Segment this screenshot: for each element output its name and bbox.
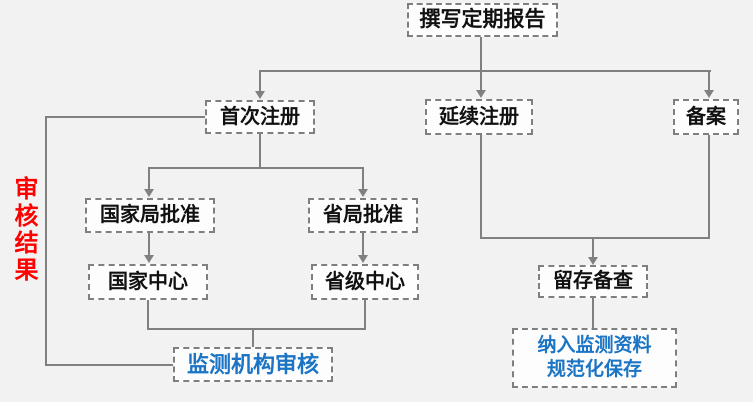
node-provincial-bureau-approval: 省局批准 <box>308 198 418 233</box>
node-retain-for-reference: 留存备查 <box>538 265 648 298</box>
connector-drop-national-approval <box>148 167 150 191</box>
node-provincial-center: 省级中心 <box>311 264 419 300</box>
arrowhead-national-center-icon <box>144 255 154 263</box>
node-retain-for-reference-label: 留存备查 <box>553 270 633 292</box>
connector-drop-first-registration <box>259 70 261 92</box>
arrowhead-filing-icon <box>704 90 714 98</box>
arrowhead-retain-icon <box>588 257 598 265</box>
connector-provincial-center-down <box>364 300 366 330</box>
connector-first-registration-down <box>259 134 261 169</box>
node-monitoring-agency-review-label: 监测机构审核 <box>186 351 319 377</box>
connector-retain-join <box>480 237 710 239</box>
node-archive-label-line2: 规范化保存 <box>546 359 642 380</box>
connector-drop-filing <box>708 70 710 92</box>
connector-feedback-top <box>46 116 205 118</box>
connector-approval-branch <box>148 167 364 169</box>
connector-drop-provincial-approval <box>362 167 364 191</box>
connector-feedback-bottom <box>45 364 173 366</box>
node-provincial-center-label: 省级中心 <box>325 270 405 293</box>
node-archive: 纳入监测资料 规范化保存 <box>512 328 677 388</box>
node-first-registration: 首次注册 <box>205 100 315 134</box>
connector-join-to-review <box>252 328 254 347</box>
connector-national-approval-to-center <box>148 233 150 258</box>
node-national-center-label: 国家中心 <box>108 270 188 293</box>
arrowhead-provincial-approval-icon <box>358 189 368 197</box>
node-renewal-registration: 延续注册 <box>425 99 533 135</box>
node-renewal-registration-label: 延续注册 <box>439 105 519 128</box>
node-report-label: 撰写定期报告 <box>419 7 546 31</box>
connector-national-center-down <box>147 300 149 330</box>
arrowhead-national-approval-icon <box>144 189 154 197</box>
connector-drop-retain <box>592 237 594 259</box>
node-national-bureau-approval-label: 国家局批准 <box>100 204 200 226</box>
node-monitoring-agency-review: 监测机构审核 <box>173 347 333 382</box>
review-result-side-label: 审核结果 <box>10 176 37 284</box>
connector-centers-join <box>147 328 366 330</box>
node-national-center: 国家中心 <box>88 264 208 300</box>
node-national-bureau-approval: 国家局批准 <box>85 198 215 233</box>
connector-renewal-down <box>480 135 482 239</box>
node-filing: 备案 <box>673 99 739 135</box>
connector-report-down <box>480 37 482 72</box>
connector-retain-to-archive <box>592 298 594 328</box>
connector-provincial-approval-to-center <box>362 233 364 258</box>
node-archive-label-line1: 纳入监测资料 <box>537 335 652 357</box>
arrowhead-renewal-registration-icon <box>476 90 486 98</box>
node-filing-label: 备案 <box>686 105 726 128</box>
node-report: 撰写定期报告 <box>407 3 558 37</box>
connector-filing-down <box>708 134 710 239</box>
node-first-registration-label: 首次注册 <box>220 105 300 128</box>
node-provincial-bureau-approval-label: 省局批准 <box>323 204 403 226</box>
connector-drop-renewal-registration <box>480 70 482 92</box>
connector-feedback-vertical <box>45 116 47 366</box>
arrowhead-provincial-center-icon <box>358 255 368 263</box>
arrowhead-first-registration-icon <box>255 91 265 99</box>
connector-top-branch <box>259 70 711 72</box>
